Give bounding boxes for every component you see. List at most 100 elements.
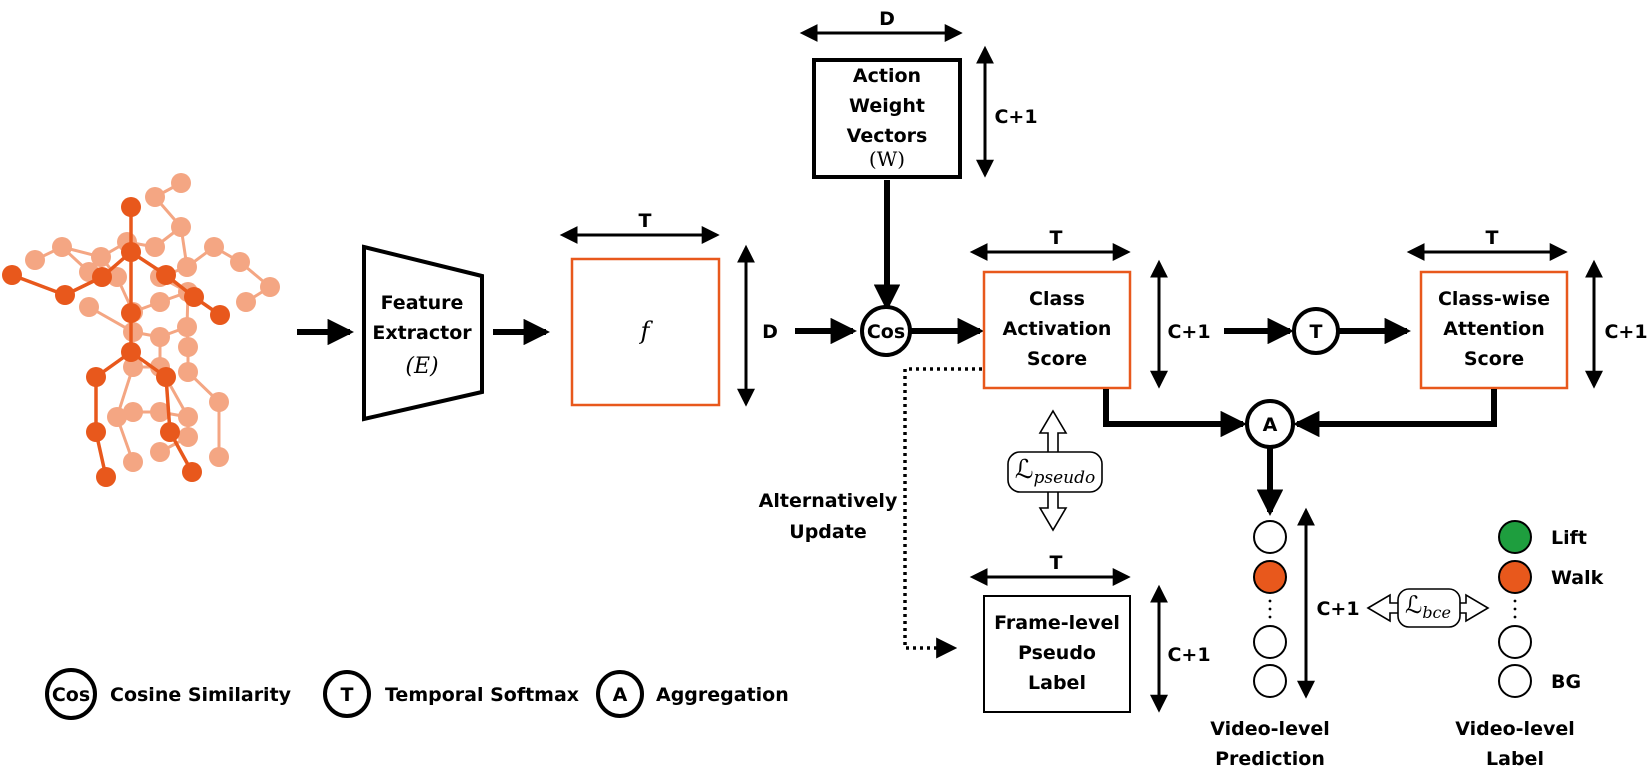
skeleton-joint-light	[150, 327, 170, 347]
frame-level-pseudo-label: T Frame-level Pseudo Label C+1	[969, 552, 1211, 713]
attention-line2: Attention	[1443, 318, 1544, 340]
video-level-label: Lift Walk BG Video-level Label	[1455, 520, 1604, 770]
action-weight-vectors: D Action Weight Vectors (W) C+1	[799, 8, 1038, 179]
skeleton-joint-light	[178, 427, 198, 447]
skeleton-joint-light	[178, 337, 198, 357]
cos-operator: Cos	[860, 305, 912, 357]
legend-aggregation-text: Aggregation	[656, 684, 789, 706]
weights-box	[812, 58, 962, 179]
cas-box	[982, 270, 1132, 390]
label-caption-line1: Video-level	[1455, 718, 1575, 740]
skeleton-joint-light	[123, 402, 143, 422]
pseudo-label-dim-side: C+1	[1167, 644, 1210, 666]
legend-aggregation-symbol: A	[613, 684, 628, 706]
skeleton-joint-dark	[92, 267, 112, 287]
weights-line2: Weight	[849, 95, 925, 117]
skeleton-joint-light	[230, 252, 250, 272]
pseudo-label-line3: Label	[1028, 672, 1086, 694]
bce-loss: ℒbce	[1366, 588, 1490, 628]
feature-map-dim-side: D	[762, 321, 778, 343]
skeleton-joint-light	[150, 292, 170, 312]
label-circle-walk	[1498, 560, 1532, 594]
prediction-circle	[1253, 560, 1287, 594]
skeleton-joint-dark	[210, 305, 230, 325]
skeleton-joint-light	[260, 277, 280, 297]
skeleton-joint-light	[123, 452, 143, 472]
legend-temporal-circle	[323, 670, 371, 718]
legend: Cos Cosine Similarity T Temporal Softmax…	[45, 668, 789, 720]
class-activation-score: T Class Activation Score C+1	[969, 227, 1211, 390]
skeleton-joint-dark	[182, 462, 202, 482]
cas-line1: Class	[1029, 288, 1085, 310]
pseudo-loss-symbol: ℒ	[1015, 455, 1034, 485]
aggregation-operator: A	[1245, 399, 1295, 449]
cas-line2: Activation	[1003, 318, 1112, 340]
temporal-softmax-circle	[1292, 307, 1340, 355]
attention-dim-top: T	[1486, 227, 1499, 249]
pseudo-loss-label: ℒpseudo	[1015, 455, 1095, 488]
prediction-circle	[1253, 664, 1287, 698]
skeleton-joint-dark	[86, 367, 106, 387]
skeleton-figure	[2, 173, 280, 487]
label-circle	[1498, 625, 1532, 659]
skeleton-joint-dark	[160, 422, 180, 442]
weights-line1: Action	[853, 65, 921, 87]
skeleton-joint-dark	[184, 287, 204, 307]
alternate-update-line1: Alternatively	[759, 490, 898, 512]
feature-extractor-line1: Feature	[381, 292, 464, 314]
cas-dim-top: T	[1050, 227, 1063, 249]
skeleton-joint-light	[150, 442, 170, 462]
skeleton-joint-dark	[55, 285, 75, 305]
weights-symbol: (W)	[869, 147, 905, 171]
attention-line1: Class-wise	[1438, 288, 1550, 310]
skeleton-joint-light	[91, 247, 111, 267]
skeleton-joint-dark	[2, 265, 22, 285]
weights-line3: Vectors	[847, 125, 928, 147]
temporal-softmax-operator: T	[1292, 307, 1340, 355]
pseudo-loss: ℒpseudo	[1007, 409, 1103, 532]
label-caption-line2: Label	[1486, 748, 1544, 770]
cas-dim-side: C+1	[1167, 321, 1210, 343]
skeleton-joint-dark	[96, 467, 116, 487]
skeleton-joint-dark	[121, 342, 141, 362]
skeleton-joint-light	[150, 402, 170, 422]
aggregation-label: A	[1263, 414, 1278, 436]
legend-temporal-text: Temporal Softmax	[385, 684, 579, 706]
prediction-caption-line2: Prediction	[1215, 748, 1325, 770]
skeleton-joint-light	[107, 407, 127, 427]
skeleton-joint-light	[171, 217, 191, 237]
label-circle-lift	[1498, 520, 1532, 554]
prediction-ellipsis-dot	[1268, 599, 1272, 603]
prediction-ellipsis-dot	[1268, 607, 1272, 611]
bce-loss-subscript: bce	[1422, 603, 1451, 622]
prediction-circle	[1253, 520, 1287, 554]
skeleton-joint-light	[178, 407, 198, 427]
aggregation-circle	[1245, 399, 1295, 449]
skeleton-joint-dark	[86, 422, 106, 442]
attention-to-aggregation-arrow	[1293, 389, 1497, 438]
skeleton-joint-dark	[156, 265, 176, 285]
legend-aggregation-circle	[596, 670, 644, 718]
label-class-lift: Lift	[1551, 527, 1587, 549]
pseudo-label-box	[983, 595, 1131, 713]
cas-line3: Score	[1027, 348, 1087, 370]
pseudo-label-dim-top: T	[1050, 552, 1063, 574]
cas-to-aggregation-arrow	[1103, 389, 1247, 438]
attention-box	[1419, 270, 1569, 390]
skeleton-joint-light	[177, 317, 197, 337]
skeleton-joint-dark	[156, 367, 176, 387]
feature-map-box	[570, 257, 721, 407]
weights-dim-top: D	[879, 8, 895, 30]
weights-dim-side: C+1	[994, 106, 1037, 128]
skeleton-joint-light	[177, 257, 197, 277]
label-class-bg: BG	[1551, 671, 1581, 693]
bce-loss-box	[1397, 588, 1461, 628]
alternate-update-arrow	[903, 367, 982, 659]
video-level-prediction: C+1 Video-level Prediction	[1210, 507, 1360, 770]
label-circle-bg	[1498, 664, 1532, 698]
prediction-dim-side: C+1	[1316, 598, 1359, 620]
feature-map-dim-top: T	[639, 210, 652, 232]
skeleton-joint-dark	[121, 303, 141, 323]
alternate-update-line2: Update	[789, 521, 866, 543]
